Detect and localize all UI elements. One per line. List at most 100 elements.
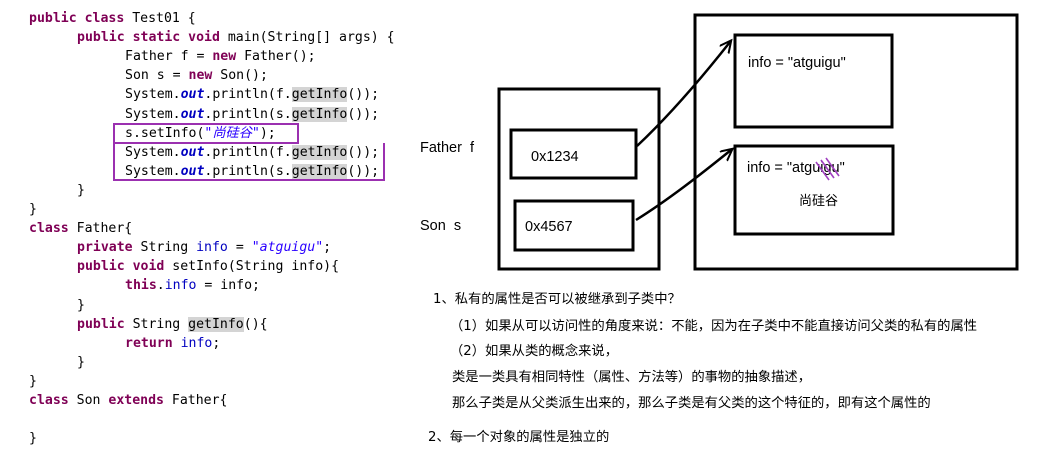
code-line: public class Test01 { [29, 9, 196, 28]
code-token: public void [77, 259, 165, 275]
code-line: System.out.println(s.getInfo()); [125, 105, 379, 124]
note-question-1: 1、私有的属性是否可以被继承到子类中？ [433, 292, 681, 307]
code-token: .println(s. [204, 106, 292, 122]
heap-region [693, 13, 1019, 271]
code-token: Father f = [125, 49, 213, 65]
code-token: Son(); [212, 68, 268, 84]
code-token: = [227, 240, 252, 256]
code-token: out [180, 87, 205, 103]
code-token: System. [125, 87, 181, 103]
code-line: class Son extends Father{ [29, 391, 228, 410]
code-token: info [196, 240, 228, 256]
code-token: extends [108, 393, 164, 408]
code-line: this.info = info; [125, 276, 260, 295]
son-object-field: info = "atguigu" [747, 160, 845, 176]
father-object-box [733, 33, 894, 129]
code-token: public static void [77, 30, 220, 46]
code-line: } [77, 353, 85, 372]
code-token: = info; [196, 278, 261, 294]
code-token: ); [259, 125, 276, 141]
code-token: getInfo [291, 106, 348, 122]
code-token: String [124, 316, 189, 332]
note-answer-1: （1）如果从可以访问性的角度来说：不能，因为在子类中不能直接访问父类的私有的属性 [450, 319, 978, 334]
code-token: "atguigu" [251, 240, 324, 256]
son-var-label: Son s [420, 218, 461, 234]
code-line: public String getInfo(){ [77, 315, 268, 334]
code-token: System. [125, 144, 181, 160]
code-token: } [77, 354, 85, 370]
code-token: getInfo [291, 144, 348, 160]
code-token: new [188, 68, 213, 84]
code-token: info [164, 278, 197, 294]
note-answer-4: 那么子类是从父类派生出来的，那么子类是有父类的这个特征的，即有这个属性的 [452, 396, 931, 411]
code-line: Father f = new Father(); [125, 47, 316, 66]
code-token: .println(f. [204, 87, 292, 103]
code-line: System.out.println(s.getInfo()); [125, 162, 379, 181]
father-addr: 0x1234 [531, 149, 579, 165]
code-token: Son [68, 393, 109, 408]
code-token: System. [125, 163, 181, 179]
code-token: out [180, 163, 205, 179]
code-token: "尚硅谷" [204, 125, 260, 141]
father-var-label: Father f [420, 140, 475, 156]
code-line: private String info = "atguigu"; [77, 238, 331, 257]
code-line: public static void main(String[] args) { [77, 28, 395, 47]
strikethrough-mark [815, 157, 840, 181]
code-token: private [77, 240, 133, 256]
code-token: String [132, 240, 197, 256]
code-token: .println(s. [204, 163, 292, 179]
code-line: System.out.println(f.getInfo()); [125, 143, 379, 162]
son-ref-box [513, 199, 635, 252]
code-token: public [77, 316, 125, 332]
code-line: } [29, 372, 37, 391]
son-reference-arrow [635, 150, 731, 222]
code-token: .println(f. [204, 144, 292, 160]
code-token: Son s = [125, 68, 189, 84]
code-line: } [29, 200, 37, 219]
code-token: Father{ [163, 393, 228, 408]
code-token: new [212, 49, 237, 65]
code-token: return [125, 335, 173, 351]
code-token: ; [212, 335, 221, 351]
note-answer-3: 类是一类具有相同特性（属性、方法等）的事物的抽象描述， [452, 370, 812, 385]
println-highlight-box [113, 142, 385, 181]
code-token: public class [29, 11, 125, 26]
code-token: this [125, 278, 157, 294]
code-token: . [156, 278, 165, 294]
code-token: } [77, 182, 85, 198]
code-token: class [29, 393, 69, 408]
code-token: class [29, 221, 69, 237]
code-token: info [180, 335, 213, 351]
code-token: out [180, 106, 205, 122]
code-token: ()); [347, 106, 380, 122]
son-new-value: 尚硅谷 [799, 194, 838, 209]
code-token: s.setInfo( [125, 125, 205, 141]
code-token: } [29, 431, 37, 447]
son-addr: 0x4567 [525, 219, 573, 235]
code-line: Son s = new Son(); [125, 66, 268, 85]
code-token: Test01 { [124, 11, 196, 26]
code-token: } [29, 202, 37, 217]
code-token: ()); [347, 144, 380, 160]
father-ref-box [509, 128, 638, 180]
setinfo-highlight-box [113, 122, 299, 144]
code-token: ()); [347, 87, 380, 103]
code-line: } [77, 181, 85, 200]
code-token: getInfo [291, 87, 348, 103]
father-object-field: info = "atguigu" [748, 55, 846, 71]
java-code-listing: public class Test01 {public static void … [0, 0, 420, 452]
code-token: getInfo [291, 163, 348, 179]
note-question-2: 2、每一个对象的属性是独立的 [428, 430, 610, 445]
code-line: public void setInfo(String info){ [77, 257, 339, 276]
code-line: s.setInfo("尚硅谷"); [125, 124, 276, 143]
code-token: main(String[] args) { [219, 30, 395, 46]
code-token: out [180, 144, 205, 160]
code-token: ; [323, 240, 332, 256]
note-answer-2: （2）如果从类的概念来说， [450, 344, 619, 359]
code-line: } [29, 429, 37, 448]
code-token: Father{ [68, 221, 133, 237]
code-token: setInfo(String info){ [164, 259, 340, 275]
code-token: System. [125, 106, 181, 122]
code-line: return info; [125, 334, 220, 353]
